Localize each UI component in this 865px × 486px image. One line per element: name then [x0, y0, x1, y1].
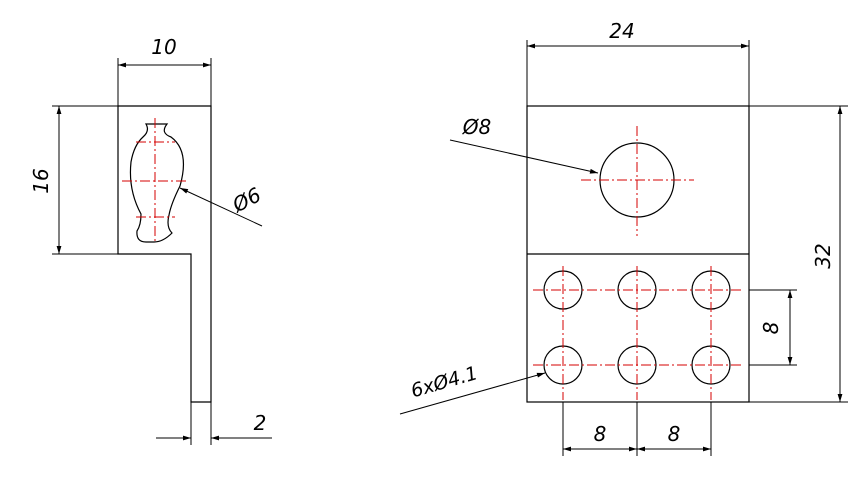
small-holes-diameter-label: 6xØ4.1 — [408, 362, 480, 402]
height-dimension-label: 16 — [29, 168, 53, 193]
side-view: 10 16 2 Ø6 — [29, 35, 272, 445]
front-view: 24 32 8 8 8 Ø8 6xØ4.1 — [399, 19, 848, 456]
front-width-dimension-label: 24 — [609, 19, 634, 43]
hole-pitch-left-label: 8 — [594, 422, 607, 446]
slot-outline — [129, 123, 185, 243]
large-hole-leader — [449, 139, 599, 174]
small-holes-leader — [399, 372, 546, 415]
front-height-dimension-label: 32 — [811, 243, 835, 268]
slot-leader — [179, 187, 263, 227]
width-dimension-label: 10 — [151, 35, 176, 59]
large-hole-diameter-label: Ø8 — [462, 115, 491, 139]
hole-pitch-right-label: 8 — [668, 422, 681, 446]
thickness-dimension-label: 2 — [254, 411, 267, 435]
hole-pitch-vertical-label: 8 — [759, 322, 783, 335]
side-view-outline — [117, 105, 212, 403]
